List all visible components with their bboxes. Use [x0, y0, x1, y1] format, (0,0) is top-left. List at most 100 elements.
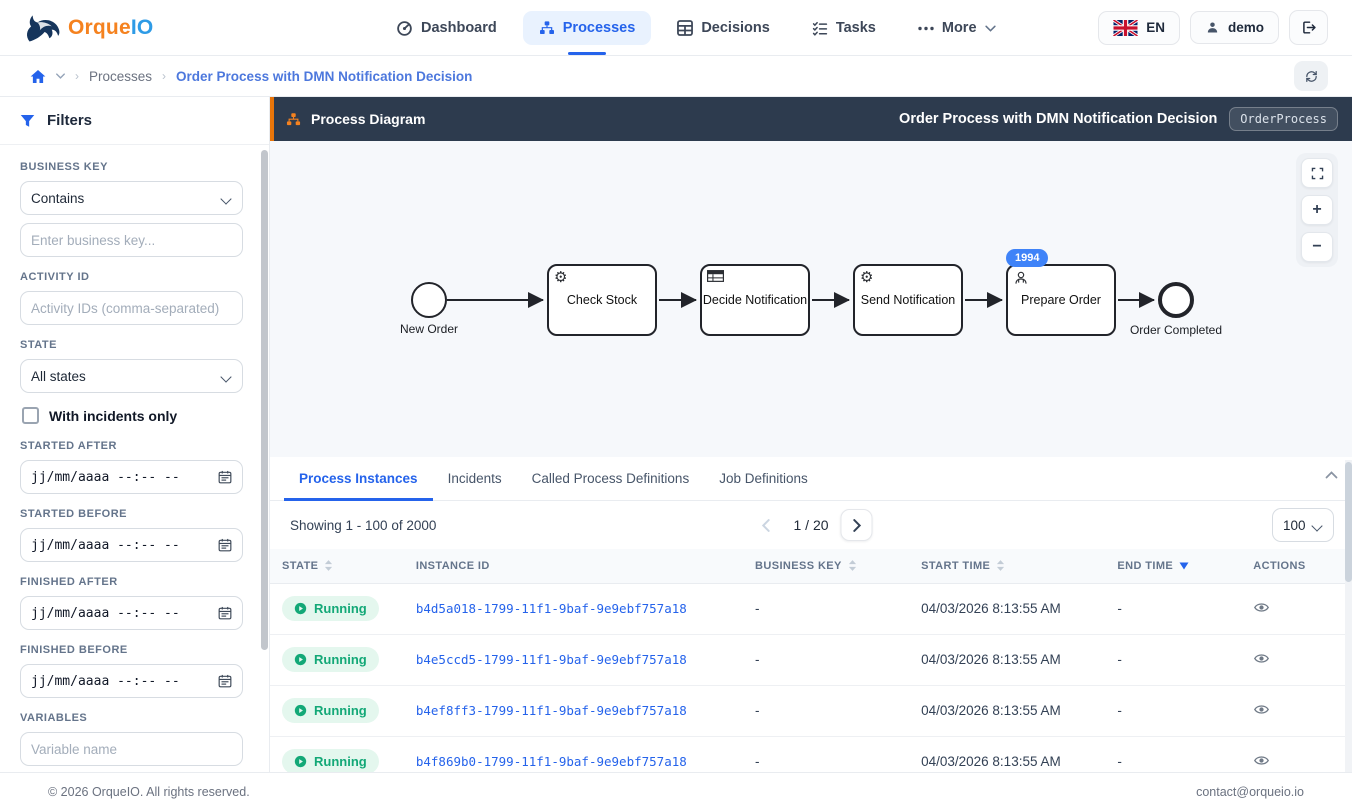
- page-size-select[interactable]: 100: [1272, 508, 1334, 542]
- column-header-end-time[interactable]: END TIME: [1105, 549, 1242, 584]
- filters-sidebar: Filters BUSINESS KEY Contains Enter busi…: [0, 97, 270, 810]
- activity-id-label: ACTIVITY ID: [20, 271, 90, 283]
- date-value: jj/mm/aaaa --:-- --: [31, 673, 180, 689]
- task-decide-notification[interactable]: Decide Notification: [700, 264, 810, 336]
- bpmn-diagram-canvas[interactable]: New Order ⚙ Check Stock Decide Notificat…: [270, 141, 1352, 457]
- refresh-button[interactable]: [1294, 61, 1328, 91]
- fullscreen-button[interactable]: [1301, 158, 1333, 188]
- process-diagram-header: Process Diagram Order Process with DMN N…: [270, 97, 1352, 141]
- view-instance-button[interactable]: [1253, 701, 1270, 718]
- start-event-new-order[interactable]: [411, 282, 447, 318]
- instance-id-link[interactable]: b4ef8ff3-1799-11f1-9baf-9e9ebf757a18: [415, 703, 687, 718]
- chevron-down-icon[interactable]: [56, 73, 65, 79]
- column-header-start-time[interactable]: START TIME: [909, 549, 1106, 584]
- instance-id-link[interactable]: b4f869b0-1799-11f1-9baf-9e9ebf757a18: [415, 754, 687, 769]
- started-after-input[interactable]: jj/mm/aaaa --:-- --: [20, 460, 243, 494]
- sequence-flow-arrows: [447, 292, 1155, 308]
- breadcrumb-separator: ›: [75, 69, 79, 83]
- process-instances-table-wrap: STATE INSTANCE ID BUSINESS KEY START TIM…: [270, 549, 1352, 810]
- task-check-stock[interactable]: ⚙ Check Stock: [547, 264, 657, 336]
- filters-header: Filters: [0, 97, 269, 145]
- eye-icon: [1254, 653, 1270, 663]
- activity-id-input[interactable]: Activity IDs (comma-separated): [20, 291, 243, 325]
- tab-job-definitions[interactable]: Job Definitions: [719, 471, 808, 486]
- view-instance-button[interactable]: [1253, 599, 1270, 616]
- end-event-order-completed[interactable]: [1158, 282, 1194, 318]
- instance-id-link[interactable]: b4d5a018-1799-11f1-9baf-9e9ebf757a18: [415, 601, 687, 616]
- collapse-panel-button[interactable]: [1325, 471, 1338, 479]
- nav-item-dashboard[interactable]: Dashboard: [380, 11, 513, 46]
- business-key-operator-select[interactable]: Contains: [20, 181, 243, 215]
- column-header-business-key[interactable]: BUSINESS KEY: [743, 549, 910, 584]
- task-prepare-order[interactable]: Prepare Order: [1006, 264, 1116, 336]
- nav-item-processes[interactable]: Processes: [522, 11, 652, 45]
- dashboard-icon: [396, 20, 413, 37]
- calendar-icon[interactable]: [218, 606, 232, 620]
- tab-incidents[interactable]: Incidents: [447, 471, 502, 486]
- prev-page-button[interactable]: [749, 509, 781, 541]
- finished-after-input[interactable]: jj/mm/aaaa --:-- --: [20, 596, 243, 630]
- date-value: jj/mm/aaaa --:-- --: [31, 605, 180, 621]
- instance-count-badge: 1994: [1006, 249, 1049, 267]
- incidents-only-checkbox-row[interactable]: With incidents only: [22, 407, 243, 424]
- column-header-state[interactable]: STATE: [270, 549, 404, 584]
- view-instance-button[interactable]: [1253, 650, 1270, 667]
- breadcrumb-processes[interactable]: Processes: [89, 68, 153, 84]
- home-icon[interactable]: [30, 69, 46, 84]
- logout-button[interactable]: [1289, 10, 1328, 45]
- state-select[interactable]: All states: [20, 359, 243, 393]
- nav-item-tasks[interactable]: Tasks: [796, 11, 892, 45]
- calendar-icon[interactable]: [218, 674, 232, 688]
- business-key-label: BUSINESS KEY: [20, 161, 108, 173]
- business-key-input[interactable]: Enter business key...: [20, 223, 243, 257]
- view-instance-button[interactable]: [1253, 752, 1270, 769]
- ellipsis-icon: [918, 26, 934, 31]
- started-before-input[interactable]: jj/mm/aaaa --:-- --: [20, 528, 243, 562]
- variable-name-input[interactable]: Variable name: [20, 732, 243, 766]
- status-badge: Running: [282, 596, 379, 621]
- pagination-bar: Showing 1 - 100 of 2000 1 / 20 100: [270, 501, 1352, 549]
- tab-called-process-definitions[interactable]: Called Process Definitions: [531, 471, 690, 486]
- date-value: jj/mm/aaaa --:-- --: [31, 469, 180, 485]
- process-key-badge: OrderProcess: [1229, 107, 1338, 131]
- finished-before-label: FINISHED BEFORE: [20, 644, 128, 656]
- play-circle-icon: [294, 653, 307, 666]
- process-instances-table: STATE INSTANCE ID BUSINESS KEY START TIM…: [270, 549, 1352, 788]
- eye-icon: [1254, 602, 1270, 612]
- instance-id-link[interactable]: b4e5ccd5-1799-11f1-9baf-9e9ebf757a18: [415, 652, 687, 667]
- nav-item-more[interactable]: More: [902, 11, 1012, 45]
- detail-tabs: Process Instances Incidents Called Proce…: [270, 457, 1352, 501]
- service-task-gear-icon: ⚙: [860, 268, 874, 286]
- column-header-instance-id[interactable]: INSTANCE ID: [403, 549, 744, 584]
- nav-label: Dashboard: [421, 20, 497, 36]
- task-label: Decide Notification: [702, 293, 808, 307]
- zoom-in-button[interactable]: +: [1301, 195, 1333, 225]
- content-scrollbar[interactable]: [1345, 460, 1352, 772]
- start-time-cell: 04/03/2026 8:13:55 AM: [909, 634, 1106, 686]
- calendar-icon[interactable]: [218, 538, 232, 552]
- business-key-operator-value: Contains: [31, 190, 85, 206]
- user-task-icon: [1013, 270, 1029, 286]
- task-send-notification[interactable]: ⚙ Send Notification: [853, 264, 963, 336]
- state-value: All states: [31, 368, 86, 384]
- incidents-only-checkbox[interactable]: [22, 407, 39, 424]
- contact-email[interactable]: contact@orqueio.io: [1196, 784, 1304, 799]
- status-badge: Running: [282, 749, 379, 774]
- play-circle-icon: [294, 704, 307, 717]
- logo-text: OrqueIO: [68, 15, 154, 39]
- sidebar-scrollbar[interactable]: [261, 150, 268, 650]
- date-value: jj/mm/aaaa --:-- --: [31, 537, 180, 553]
- language-button[interactable]: EN: [1098, 10, 1180, 45]
- orca-logo-icon: [24, 12, 62, 44]
- finished-before-input[interactable]: jj/mm/aaaa --:-- --: [20, 664, 243, 698]
- user-menu-button[interactable]: demo: [1189, 11, 1279, 44]
- calendar-icon[interactable]: [218, 470, 232, 484]
- zoom-out-button[interactable]: −: [1301, 232, 1333, 262]
- task-label: Prepare Order: [1021, 293, 1101, 307]
- app-logo[interactable]: OrqueIO: [24, 12, 153, 44]
- user-name: demo: [1227, 20, 1264, 35]
- tab-process-instances[interactable]: Process Instances: [284, 459, 433, 501]
- sitemap-icon: [286, 112, 301, 127]
- nav-item-decisions[interactable]: Decisions: [661, 11, 786, 45]
- next-page-button[interactable]: [840, 509, 873, 541]
